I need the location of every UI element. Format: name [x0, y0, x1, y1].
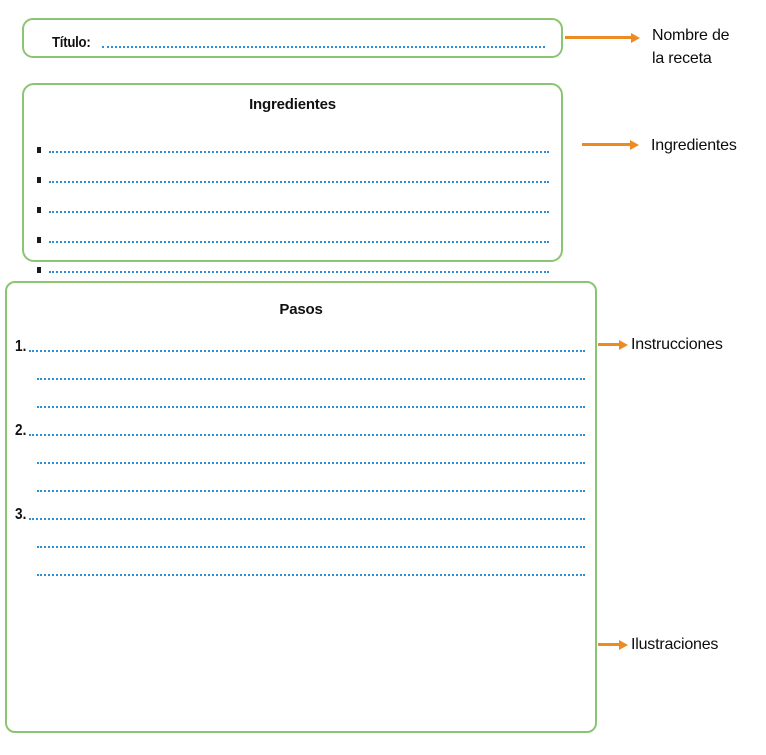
- ingredients-heading: Ingredientes: [249, 96, 336, 113]
- step-number: 1.: [15, 338, 27, 355]
- bullet-icon: [37, 207, 41, 213]
- arrow-head-icon: [631, 32, 640, 43]
- step-group: 2.: [15, 411, 585, 495]
- steps-heading: Pasos: [279, 301, 323, 318]
- arrow-line-icon: [598, 343, 619, 346]
- annotation-label-illustrations: Ilustraciones: [631, 636, 719, 653]
- step-continuation-line: [15, 355, 585, 383]
- step-writing-line[interactable]: [37, 574, 585, 576]
- step-continuation-line: [15, 523, 585, 551]
- step-first-line: 3.: [15, 495, 585, 523]
- bullet-icon: [37, 177, 41, 183]
- arrow-head-icon: [619, 639, 628, 650]
- step-group: 3.: [15, 495, 585, 579]
- step-writing-line[interactable]: [29, 350, 585, 352]
- step-number: 2.: [15, 422, 27, 439]
- arrow-head-icon: [630, 139, 639, 150]
- steps-card: Pasos 1. 2.: [5, 281, 597, 733]
- step-first-line: 1.: [15, 327, 585, 355]
- title-label: Título:: [52, 34, 91, 51]
- ingredient-writing-line[interactable]: [49, 211, 549, 213]
- ingredient-writing-line[interactable]: [49, 181, 549, 183]
- step-number: 3.: [15, 506, 27, 523]
- step-writing-line[interactable]: [37, 406, 585, 408]
- title-field-row: Título:: [52, 29, 545, 51]
- step-continuation-line: [15, 551, 585, 579]
- step-writing-line[interactable]: [37, 546, 585, 548]
- arrow-line-icon: [598, 643, 619, 646]
- arrow-head-icon: [619, 339, 628, 350]
- ingredient-writing-line[interactable]: [49, 271, 549, 273]
- ingredient-writing-line[interactable]: [49, 151, 549, 153]
- step-writing-line[interactable]: [37, 490, 585, 492]
- step-writing-line[interactable]: [29, 434, 585, 436]
- annotation-label-instructions: Instrucciones: [631, 336, 723, 353]
- step-writing-line[interactable]: [29, 518, 585, 520]
- steps-list: 1. 2.: [15, 327, 585, 579]
- arrow-line-icon: [565, 36, 631, 39]
- list-item: [34, 215, 549, 245]
- title-writing-line[interactable]: [101, 46, 545, 48]
- step-continuation-line: [15, 467, 585, 495]
- bullet-icon: [37, 237, 41, 243]
- ingredient-writing-line[interactable]: [49, 241, 549, 243]
- annotation-label-ingredients: Ingredientes: [651, 137, 737, 154]
- bullet-icon: [37, 147, 41, 153]
- annotation-label-recipe-name: Nombre de la receta: [652, 27, 730, 67]
- bullet-icon: [37, 267, 41, 273]
- step-group: 1.: [15, 327, 585, 411]
- step-writing-line[interactable]: [37, 462, 585, 464]
- ingredients-bullet-list: [34, 125, 549, 275]
- title-card: Título:: [22, 18, 563, 58]
- list-item: [34, 155, 549, 185]
- step-continuation-line: [15, 383, 585, 411]
- ingredients-card: Ingredientes: [22, 83, 563, 273]
- list-item: [34, 125, 549, 155]
- arrow-line-icon: [582, 143, 630, 146]
- step-writing-line[interactable]: [37, 378, 585, 380]
- list-item: [34, 185, 549, 215]
- step-continuation-line: [15, 439, 585, 467]
- step-first-line: 2.: [15, 411, 585, 439]
- list-item: [34, 245, 549, 275]
